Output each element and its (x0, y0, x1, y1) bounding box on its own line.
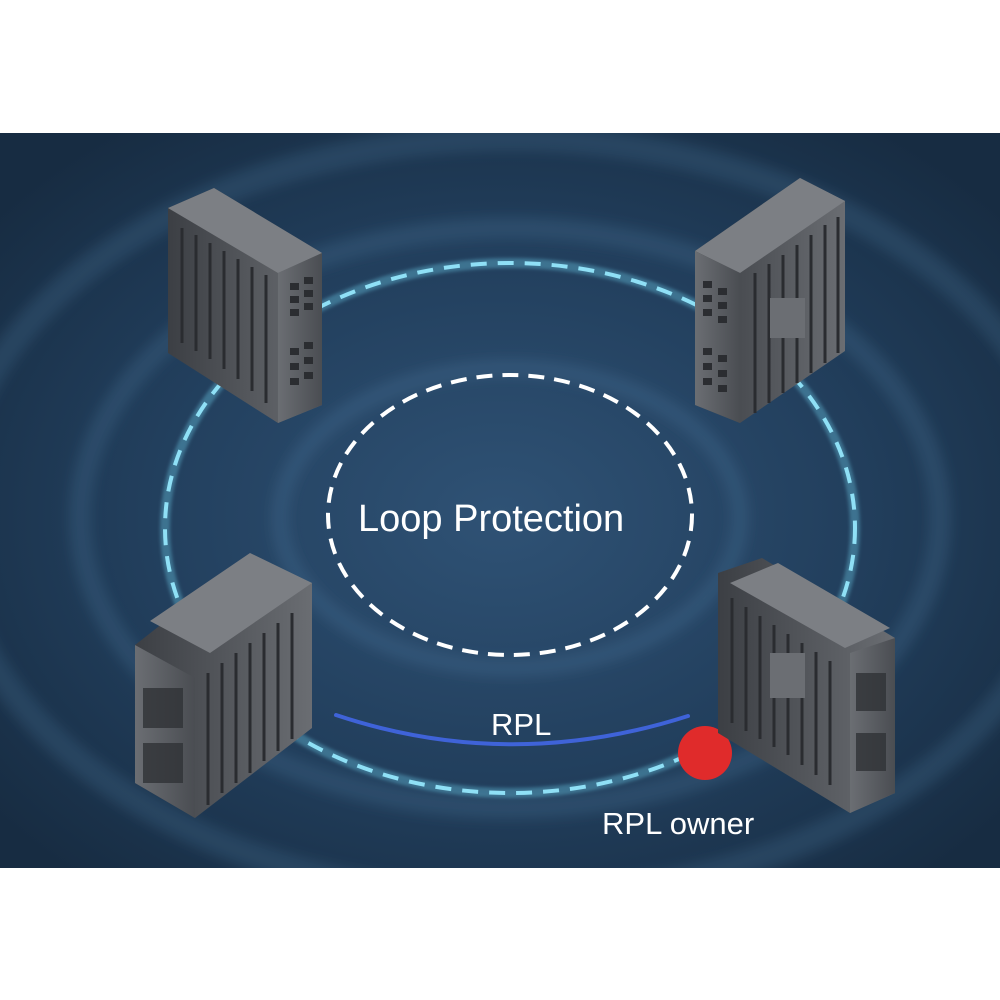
switch-top-right-icon (695, 178, 845, 423)
switch-bottom-left-icon (135, 553, 312, 818)
diagram-canvas (0, 133, 1000, 868)
loop-protection-label: Loop Protection (358, 498, 625, 540)
rpl-label: RPL (491, 707, 552, 742)
rpl-segment (334, 713, 690, 747)
diagram-panel: Loop Protection RPL RPL owner (0, 133, 1000, 868)
rpl-owner-label: RPL owner (602, 806, 755, 841)
rpl-owner-marker (678, 726, 732, 780)
switch-bottom-right-icon (718, 558, 895, 813)
ripple-rings (0, 133, 1000, 868)
outer-loop-ring (163, 261, 857, 795)
switch-top-left-icon (168, 188, 322, 423)
inner-loop-ring (326, 373, 694, 657)
